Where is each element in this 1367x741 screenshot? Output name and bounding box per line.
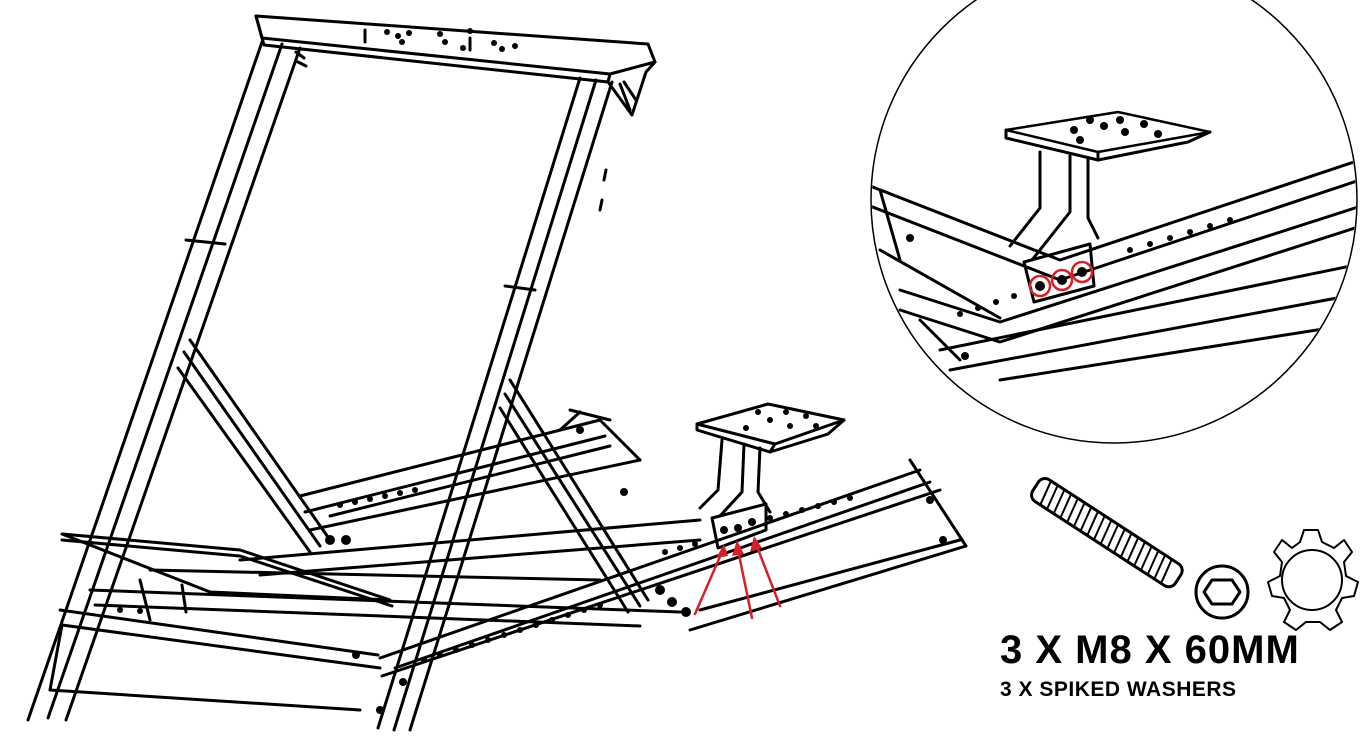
circle-3 [1070, 260, 1094, 284]
arrow-1 [693, 550, 724, 616]
front-base-crossbar [48, 608, 382, 712]
hex-socket-bolt-icon [1030, 477, 1250, 620]
wheel-deck-plate [254, 14, 657, 117]
callout-circles [1028, 260, 1094, 298]
arrow-2 [736, 548, 754, 620]
bolt-spec-label: 3 X M8 X 60MM [1000, 628, 1300, 672]
circle-2 [1050, 268, 1074, 292]
washer-spec-label: 3 X SPIKED WASHERS [1000, 678, 1237, 701]
circle-1 [1028, 274, 1052, 298]
middle-rails [238, 408, 702, 577]
pedal-plate [60, 532, 394, 622]
spiked-washer-icon [1267, 529, 1359, 631]
wheel-stand-frame [26, 14, 968, 732]
shifter-mount [695, 402, 846, 550]
left-diagonal-brace [176, 338, 332, 554]
detail-inset [870, 0, 1358, 444]
arrow-3 [754, 542, 782, 608]
rail-holes [117, 426, 947, 714]
left-upright [26, 40, 308, 722]
callout-arrows [693, 536, 782, 620]
